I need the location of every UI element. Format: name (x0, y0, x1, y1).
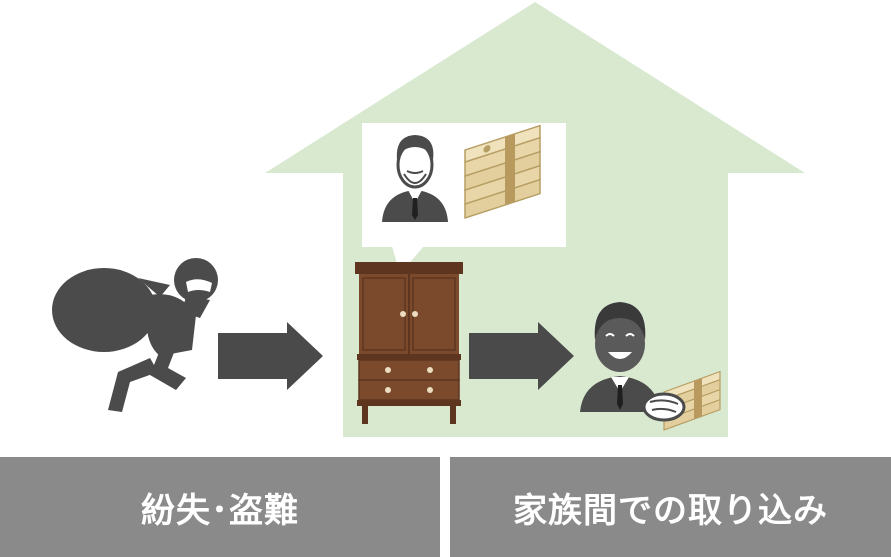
thief-icon (52, 258, 218, 412)
family-takeover-label: 家族間での取り込み (513, 490, 828, 531)
arrow-right-icon (218, 322, 323, 390)
loss-theft-label-box: 紛失･盗難 (0, 457, 440, 557)
family-takeover-label-box: 家族間での取り込み (450, 457, 891, 557)
arrow-right-icon (469, 322, 574, 390)
elderly-man-icon (382, 135, 448, 222)
hand-icon (642, 392, 686, 422)
smiling-man-icon (580, 302, 660, 412)
cabinet-icon (355, 262, 463, 424)
money-stack-icon (464, 124, 541, 219)
loss-theft-label: 紛失･盗難 (141, 490, 299, 531)
